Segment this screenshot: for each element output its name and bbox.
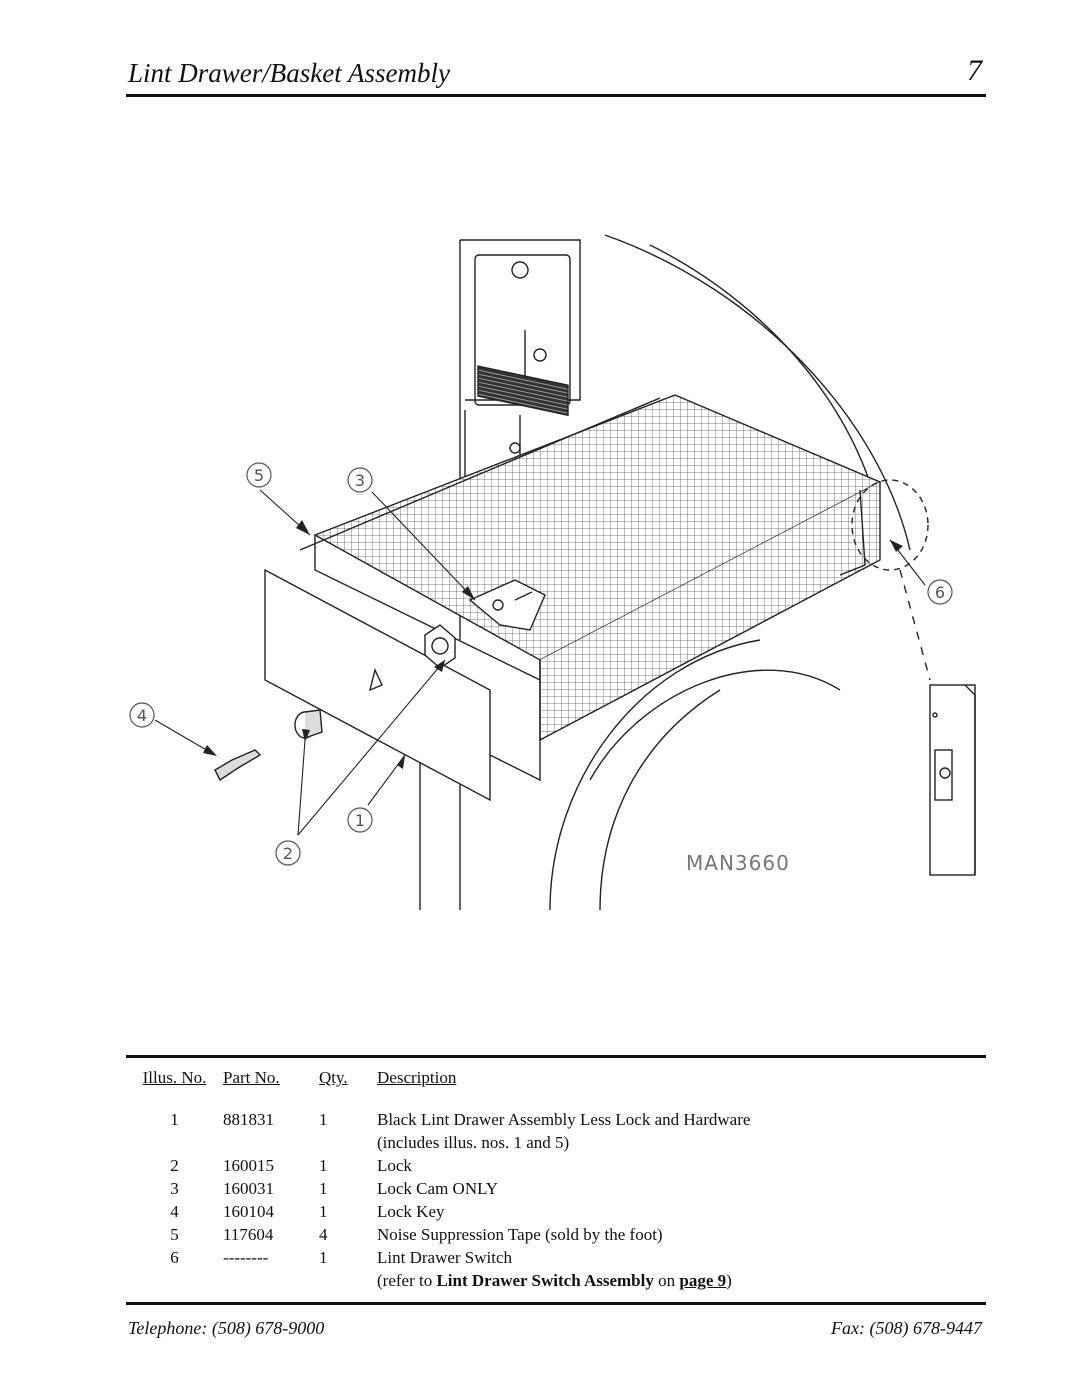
lock-key	[214, 749, 262, 782]
col-illus-header: Illus. No.	[142, 1068, 207, 1087]
table-row-reference: (refer to Lint Drawer Switch Assembly on…	[126, 1271, 977, 1294]
callout-5: 5	[254, 466, 264, 485]
dryer-door-arc	[604, 234, 911, 551]
illus-no: 3	[170, 1179, 179, 1198]
description: (includes illus. nos. 1 and 5)	[377, 1133, 570, 1152]
qty	[319, 1133, 377, 1156]
page-title: Lint Drawer/Basket Assembly	[128, 58, 450, 88]
qty: 4	[319, 1225, 328, 1244]
part-no	[223, 1133, 319, 1156]
table-row: 1 881831 1 Black Lint Drawer Assembly Le…	[126, 1110, 977, 1133]
description: Lint Drawer Switch	[377, 1248, 513, 1267]
table-row: 4 160104 1 Lock Key	[126, 1202, 977, 1225]
table-row: 6 -------- 1 Lint Drawer Switch	[126, 1248, 977, 1271]
telephone: Telephone: (508) 678-9000	[128, 1318, 325, 1338]
part-no: 160104	[223, 1202, 274, 1221]
part-no: 117604	[223, 1225, 274, 1244]
table-row: (includes illus. nos. 1 and 5)	[126, 1133, 977, 1156]
col-desc-header: Description	[377, 1068, 457, 1087]
part-no: --------	[223, 1248, 269, 1267]
table-row: 3 160031 1 Lock Cam ONLY	[126, 1179, 977, 1202]
qty: 1	[319, 1202, 328, 1221]
table-row: 2 160015 1 Lock	[126, 1156, 977, 1179]
description: Noise Suppression Tape (sold by the foot…	[377, 1225, 663, 1244]
lock-nut	[424, 624, 456, 669]
part-no: 881831	[223, 1110, 274, 1129]
callout-6: 6	[935, 583, 945, 602]
page-9-link[interactable]: page 9	[679, 1271, 727, 1290]
callout-4: 4	[137, 706, 147, 725]
illus-no: 2	[170, 1156, 179, 1175]
callout-1: 1	[355, 811, 365, 830]
description: Lock Key	[377, 1202, 445, 1221]
lock-cylinder	[294, 709, 323, 739]
col-part-header: Part No.	[223, 1068, 280, 1087]
description: Lock Cam ONLY	[377, 1179, 499, 1198]
part-no: 160031	[223, 1179, 274, 1198]
switch-assembly-link[interactable]: Lint Drawer Switch Assembly	[436, 1271, 654, 1290]
lint-drawer-switch	[929, 684, 976, 876]
switch-assembly-reference: (refer to Lint Drawer Switch Assembly on…	[377, 1271, 732, 1290]
table-header-row: Illus. No. Part No. Qty. Description	[126, 1068, 977, 1110]
illus-no: 6	[170, 1248, 179, 1267]
dryer-lower-arc	[589, 669, 841, 781]
illus-no	[126, 1133, 223, 1156]
footer-rule	[126, 1302, 986, 1305]
callout-2: 2	[283, 844, 293, 863]
fax: Fax: (508) 678-9447	[831, 1318, 982, 1338]
header-rule	[126, 94, 986, 97]
drawer-front	[264, 568, 491, 802]
illus-no: 1	[170, 1110, 179, 1129]
callout-3: 3	[355, 471, 365, 490]
qty: 1	[319, 1156, 328, 1175]
switch-detail-circle	[851, 479, 929, 571]
qty: 1	[319, 1179, 328, 1198]
table-row: 5 117604 4 Noise Suppression Tape (sold …	[126, 1225, 977, 1248]
col-qty-header: Qty.	[319, 1068, 348, 1087]
illus-no: 5	[170, 1225, 179, 1244]
drawing-id: MAN3660	[686, 851, 790, 875]
qty: 1	[319, 1248, 328, 1267]
description: Lock	[377, 1156, 412, 1175]
description: Black Lint Drawer Assembly Less Lock and…	[377, 1110, 751, 1129]
lint-drawer-exploded-diagram: 5 3 4 2 1 6 MAN3660	[129, 234, 976, 911]
qty: 1	[319, 1110, 328, 1129]
table-top-rule	[126, 1055, 986, 1058]
page-number: 7	[967, 54, 982, 87]
lint-drawer-body	[299, 394, 882, 782]
lock-cam	[468, 579, 546, 631]
parts-table: Illus. No. Part No. Qty. Description 1 8…	[126, 1068, 977, 1294]
part-no: 160015	[223, 1156, 274, 1175]
illus-no: 4	[170, 1202, 179, 1221]
